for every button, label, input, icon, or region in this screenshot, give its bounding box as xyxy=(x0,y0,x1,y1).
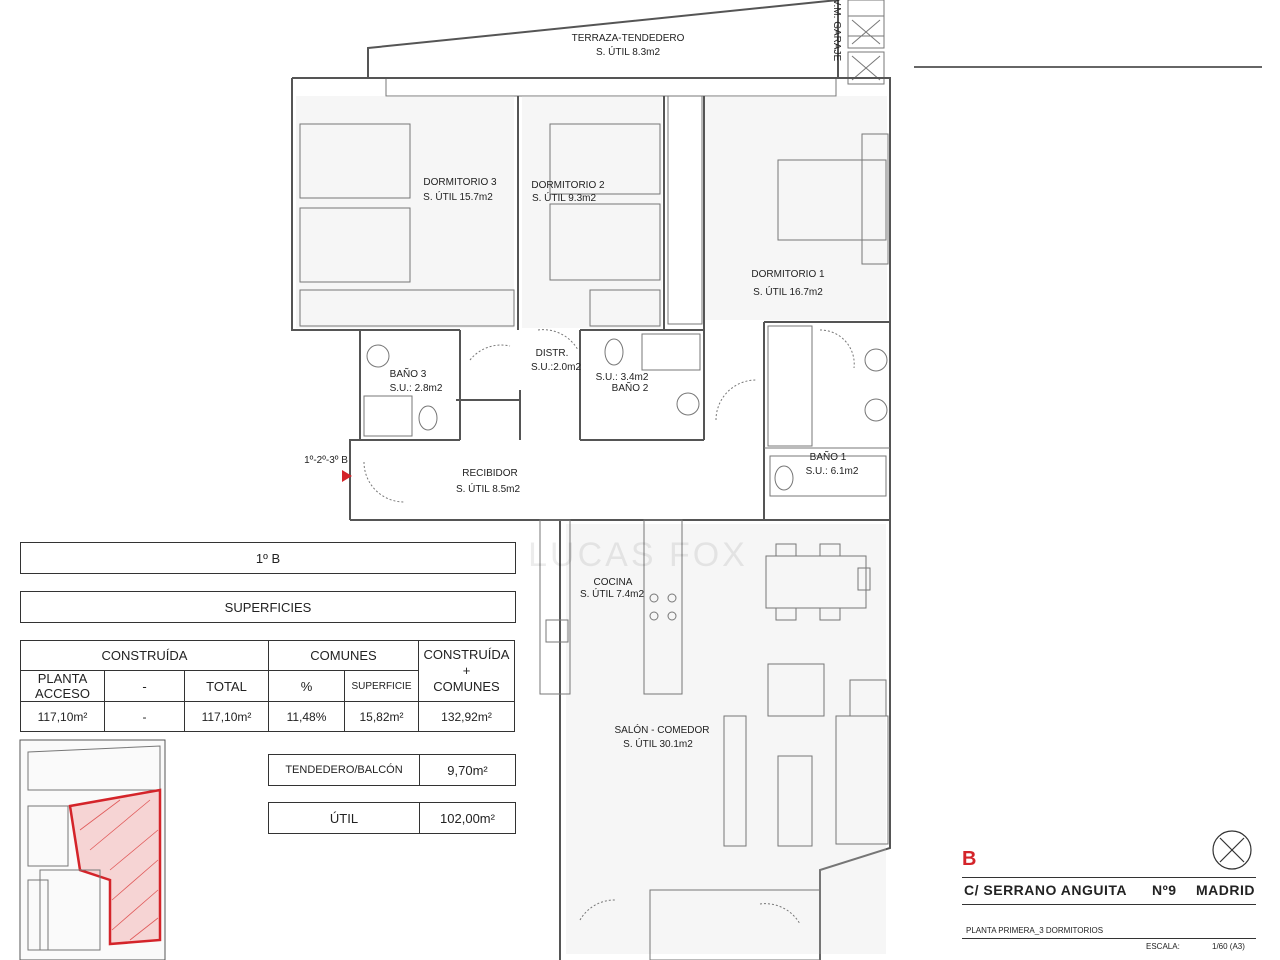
interior-walls xyxy=(360,96,890,520)
dorm2-name: DORMITORIO 2 xyxy=(531,180,605,191)
bano1-area: S.U.: 6.1m2 xyxy=(806,466,859,477)
street-label: C/ SERRANO ANGUITA xyxy=(964,882,1127,898)
street-number: Nº9 xyxy=(1152,882,1177,898)
escala-label: ESCALA: xyxy=(1146,942,1180,951)
cc-line2: + xyxy=(462,663,471,678)
key-plan xyxy=(19,739,166,960)
title-rule-top xyxy=(962,877,1256,878)
value-superficie: 15,82m² xyxy=(344,701,419,732)
bano3-name: BAÑO 3 xyxy=(390,367,427,380)
table-row: 117,10m² - 117,10m² 11,48% 15,82m² 132,9… xyxy=(20,701,515,732)
dorm2-area: S. ÚTIL 9.3m2 xyxy=(532,191,597,204)
tendedero-label: TENDEDERO/BALCÓN xyxy=(268,754,420,786)
surface-table: CONSTRUÍDA COMUNES CONSTRUÍDA + COMUNES … xyxy=(20,640,515,732)
comunes-header: COMUNES xyxy=(268,640,419,671)
superficies-title: SUPERFICIES xyxy=(224,599,312,615)
util-number: 102,00m² xyxy=(440,810,495,826)
cc-line1: CONSTRUÍDA xyxy=(423,647,510,662)
escala-value: 1/60 (A3) xyxy=(1212,942,1245,951)
bano2-area: S.U.: 3.4m2 xyxy=(596,372,649,383)
salon-area: S. ÚTIL 30.1m2 xyxy=(623,737,693,750)
value-pct: 11,48% xyxy=(268,701,345,732)
title-rule-bottom xyxy=(962,938,1256,939)
util-label: ÚTIL xyxy=(268,802,420,834)
unit-header: 1º B xyxy=(20,542,516,574)
util-text: ÚTIL xyxy=(329,810,359,826)
cocina-area: S. ÚTIL 7.4m2 xyxy=(580,587,645,600)
pct-header: % xyxy=(268,670,345,702)
cocina-name: COCINA xyxy=(594,577,633,588)
dorm1-name: DORMITORIO 1 xyxy=(751,269,825,280)
dorm1-area: S. ÚTIL 16.7m2 xyxy=(753,285,823,298)
north-arrow-icon xyxy=(1212,830,1252,870)
value-construida-comunes: 132,92m² xyxy=(418,701,515,732)
cc-line3: COMUNES xyxy=(433,679,500,694)
total-header: TOTAL xyxy=(184,670,269,702)
value-planta: 117,10m² xyxy=(20,701,105,732)
planta-line2: ACCESO xyxy=(35,686,90,701)
value-dash: - xyxy=(104,701,185,732)
table-row: CONSTRUÍDA COMUNES CONSTRUÍDA + COMUNES xyxy=(20,640,515,702)
title-letter: B xyxy=(962,848,977,870)
util-value: 102,00m² xyxy=(419,802,516,834)
door-swings xyxy=(363,329,855,925)
dorm3-area: S. ÚTIL 15.7m2 xyxy=(423,190,493,203)
recibidor-area: S. ÚTIL 8.5m2 xyxy=(456,482,521,495)
plan-label: PLANTA PRIMERA_3 DORMITORIOS xyxy=(966,926,1104,935)
distr-area: S.U.:2.0m2 xyxy=(531,362,581,373)
terrace-area-label: S. ÚTIL 8.3m2 xyxy=(596,45,661,58)
tendedero-text: TENDEDERO/BALCÓN xyxy=(285,764,403,776)
floor-hatch xyxy=(296,96,887,954)
title-rule-mid xyxy=(962,904,1256,905)
distr-name: DISTR. xyxy=(536,348,569,359)
bano3-area: S.U.: 2.8m2 xyxy=(390,383,443,394)
watermark: LUCAS FOX xyxy=(528,536,748,574)
city-label: MADRID xyxy=(1196,882,1255,898)
terrace-name: TERRAZA-TENDEDERO xyxy=(572,33,685,44)
salon-name: SALÓN - COMEDOR xyxy=(614,723,709,736)
value-total: 117,10m² xyxy=(184,701,269,732)
entrance-label: 1º-2º-3º B xyxy=(304,455,348,466)
garage-vents xyxy=(847,0,885,85)
construida-comunes-header: CONSTRUÍDA + COMUNES xyxy=(418,640,515,702)
superficies-header: SUPERFICIES xyxy=(20,591,516,623)
tendedero-value: 9,70m² xyxy=(419,754,516,786)
bano1-name: BAÑO 1 xyxy=(810,450,847,463)
tendedero-number: 9,70m² xyxy=(447,762,488,778)
planta-acceso-header: PLANTA ACCESO xyxy=(20,670,105,702)
dash-header: - xyxy=(104,670,185,702)
superficie-header: SUPERFICIE xyxy=(344,670,419,702)
recibidor-name: RECIBIDOR xyxy=(462,468,518,479)
bano2-name: BAÑO 2 xyxy=(612,381,649,394)
unit-label: 1º B xyxy=(255,550,281,566)
furniture xyxy=(299,95,889,960)
garage-label: V.M. GARAJE xyxy=(831,0,842,62)
planta-line1: PLANTA xyxy=(37,671,88,686)
construida-header: CONSTRUÍDA xyxy=(20,640,269,671)
dorm3-name: DORMITORIO 3 xyxy=(423,177,497,188)
entrance-arrow-icon xyxy=(342,470,352,482)
